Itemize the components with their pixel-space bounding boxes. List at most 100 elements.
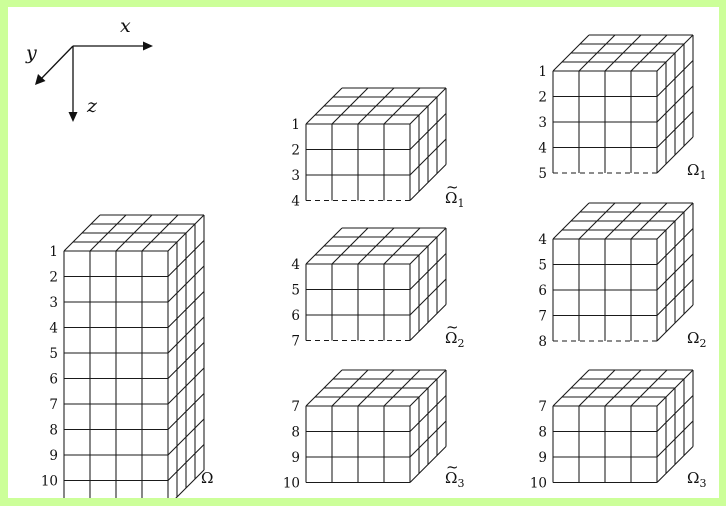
row-label: 10 — [41, 474, 58, 490]
grid-line — [409, 164, 447, 201]
omega-subscript: 3 — [457, 477, 464, 490]
grid-line — [167, 240, 205, 277]
row-label: 10 — [530, 476, 547, 492]
block-omega-1-grid — [552, 34, 694, 174]
omega-symbol: Ω — [687, 469, 699, 487]
row-label: 4 — [291, 257, 300, 273]
grid-line — [409, 113, 447, 150]
omega-subscript: 3 — [699, 477, 706, 490]
row-label: 2 — [291, 143, 300, 159]
row-label: 3 — [538, 115, 547, 131]
y-axis-line — [39, 45, 74, 81]
row-label: 5 — [538, 166, 547, 182]
row-label: 7 — [291, 334, 300, 350]
omega-symbol: Ω — [687, 161, 699, 179]
grid-line — [656, 60, 694, 97]
omega-symbol: Ω — [445, 189, 457, 207]
row-label: 9 — [291, 450, 300, 466]
block-omega-grid — [63, 214, 205, 498]
row-label: 5 — [291, 283, 300, 299]
row-label: 4 — [538, 141, 547, 157]
row-label: 1 — [49, 244, 58, 260]
row-label: 3 — [49, 295, 58, 311]
row-label: 1 — [291, 117, 300, 133]
row-label: 2 — [538, 90, 547, 106]
row-label: 8 — [49, 423, 58, 439]
block-omega-tilde-3-grid — [305, 369, 447, 484]
block-omega-row-labels: 1 2 3 4 5 6 7 8 9 10 — [41, 244, 58, 490]
y-axis-arrowhead — [35, 74, 46, 85]
grid-line — [167, 393, 205, 430]
omega-subscript: 2 — [699, 337, 706, 350]
x-axis-label: x — [120, 15, 131, 37]
grid-line — [656, 395, 694, 432]
grid-line — [656, 304, 694, 342]
x-axis-arrowhead — [143, 41, 153, 51]
row-label: 7 — [538, 399, 547, 415]
grid-line — [656, 136, 694, 174]
omega-subscript: 1 — [457, 197, 464, 210]
row-label: 9 — [49, 448, 58, 464]
block-omega-tilde-3-label: Ω3 — [445, 469, 464, 490]
grid-line — [656, 253, 694, 291]
row-label: 2 — [49, 270, 58, 286]
row-label: 8 — [291, 425, 300, 441]
omega-symbol: Ω — [687, 329, 699, 347]
grid-line — [167, 265, 205, 303]
block-omega-tilde-2-row-labels: 4 5 6 7 — [291, 257, 300, 350]
grid-line — [409, 278, 447, 316]
block-omega-tilde-1-label: Ω1 — [445, 189, 464, 210]
tilde-accent: ~ — [446, 318, 459, 336]
row-label: 5 — [49, 346, 58, 362]
block-omega-3-row-labels: 7 8 9 10 — [530, 399, 547, 492]
grid-line — [409, 138, 447, 176]
block-omega-1-row-labels: 1 2 3 4 5 — [538, 64, 547, 182]
row-label: 9 — [538, 450, 547, 466]
block-omega-tilde-1-grid — [305, 87, 447, 202]
omega-subscript: 1 — [699, 169, 706, 182]
block-omega-tilde-2-grid — [305, 227, 447, 342]
tilde-accent: ~ — [446, 458, 459, 476]
block-omega-tilde-2-label: Ω2 — [445, 329, 464, 350]
grid-line — [656, 85, 694, 123]
row-label: 4 — [49, 321, 58, 337]
omega-symbol: Ω — [445, 469, 457, 487]
omega-symbol: Ω — [201, 469, 213, 487]
grid-line — [409, 395, 447, 432]
block-omega-tilde-2: 4 5 6 7 Ω2 ~ — [291, 227, 464, 350]
block-omega-2-label: Ω2 — [687, 329, 706, 350]
row-label: 10 — [283, 476, 300, 492]
grid-line — [167, 342, 205, 379]
grid-line — [409, 253, 447, 290]
row-label: 6 — [291, 308, 300, 324]
row-label: 6 — [538, 283, 547, 299]
grid-line — [175, 469, 205, 498]
grid-line — [656, 111, 694, 148]
axes-indicator: x y z — [25, 15, 153, 122]
grid-line — [409, 446, 447, 483]
row-label: 6 — [49, 372, 58, 388]
block-omega-1-label: Ω1 — [687, 161, 706, 182]
z-axis-label: z — [86, 95, 98, 117]
tilde-accent: ~ — [446, 178, 459, 196]
block-omega-2-grid — [552, 202, 694, 342]
z-axis-arrowhead — [68, 112, 78, 122]
row-label: 4 — [291, 194, 300, 210]
row-label: 8 — [538, 425, 547, 441]
grid-line — [656, 446, 694, 483]
grid-line — [167, 367, 205, 405]
row-label: 7 — [538, 309, 547, 325]
row-label: 8 — [538, 334, 547, 350]
row-label: 1 — [538, 64, 547, 80]
row-label: 7 — [49, 397, 58, 413]
omega-symbol: Ω — [445, 329, 457, 347]
grid-line — [656, 228, 694, 265]
grid-line — [656, 279, 694, 316]
y-axis-label: y — [25, 42, 37, 64]
